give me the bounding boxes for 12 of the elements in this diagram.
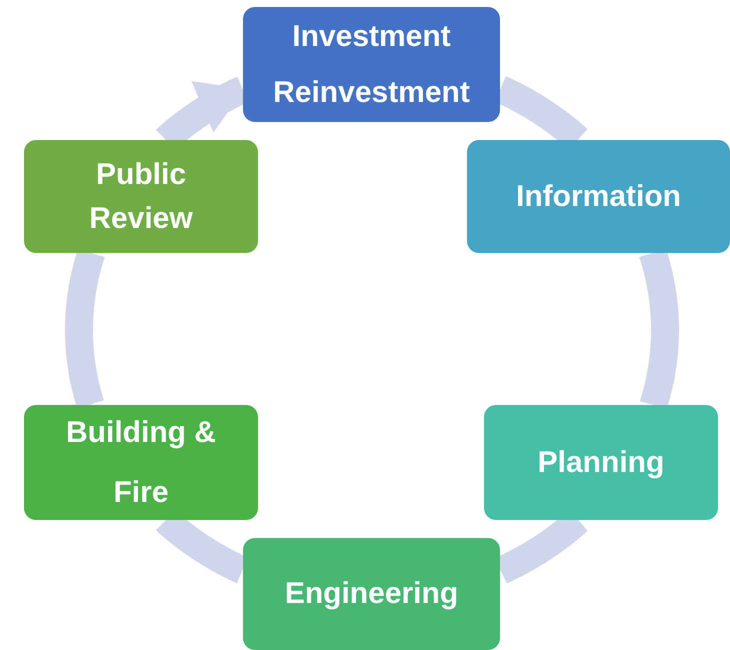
box-label: Planning bbox=[538, 444, 664, 480]
box-label: Engineering bbox=[284, 576, 458, 612]
process-box bbox=[24, 405, 258, 520]
process-box bbox=[243, 538, 500, 650]
process-box bbox=[24, 140, 258, 253]
box-label: Information bbox=[516, 178, 681, 214]
process-box bbox=[467, 140, 730, 253]
box-label: Investment Reinvestment bbox=[272, 18, 471, 110]
process-box bbox=[243, 7, 500, 122]
box-label: Building & Fire bbox=[66, 414, 216, 510]
box-label: Public Review bbox=[88, 156, 194, 236]
process-box bbox=[484, 405, 718, 520]
